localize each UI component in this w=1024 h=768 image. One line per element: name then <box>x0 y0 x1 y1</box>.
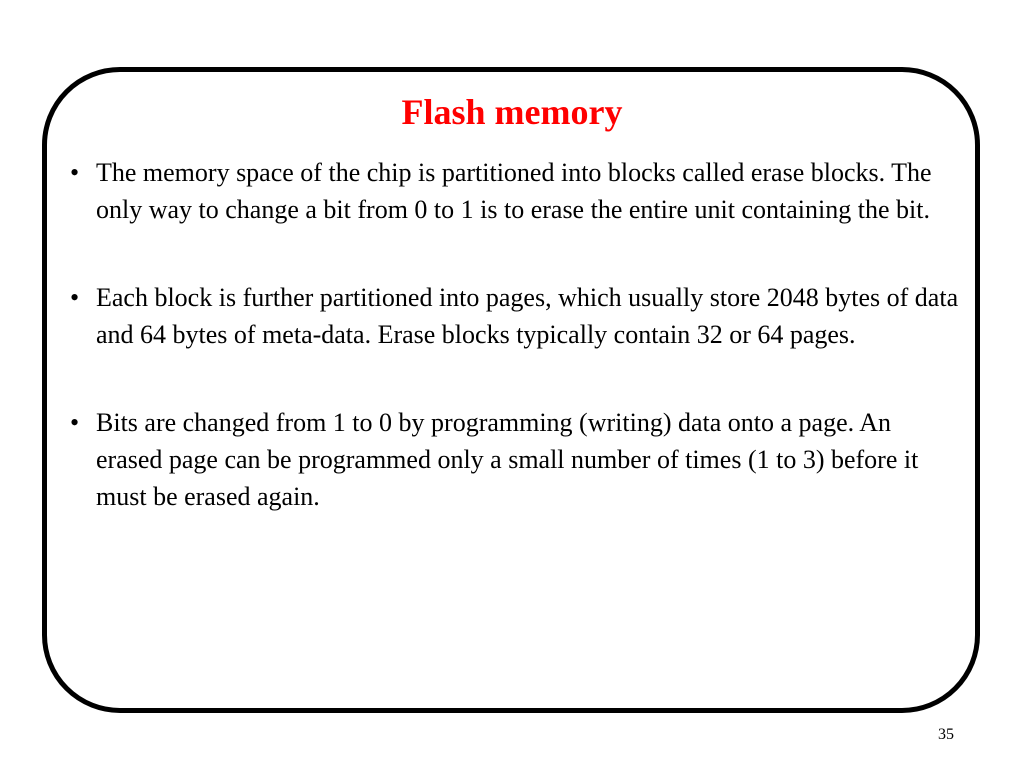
bullet-marker: • <box>70 408 80 437</box>
slide-frame <box>42 67 980 713</box>
bullet-marker: • <box>70 158 80 187</box>
bullet-item: • Each block is further partitioned into… <box>70 279 960 353</box>
bullet-list: • The memory space of the chip is partit… <box>70 154 960 566</box>
page-number: 35 <box>938 726 954 743</box>
bullet-item: • Bits are changed from 1 to 0 by progra… <box>70 404 960 515</box>
bullet-text: Bits are changed from 1 to 0 by programm… <box>96 408 919 511</box>
bullet-text: Each block is further partitioned into p… <box>96 283 959 349</box>
bullet-item: • The memory space of the chip is partit… <box>70 154 960 228</box>
bullet-text: The memory space of the chip is partitio… <box>96 158 932 224</box>
bullet-marker: • <box>70 283 80 312</box>
slide-title: Flash memory <box>401 92 623 132</box>
